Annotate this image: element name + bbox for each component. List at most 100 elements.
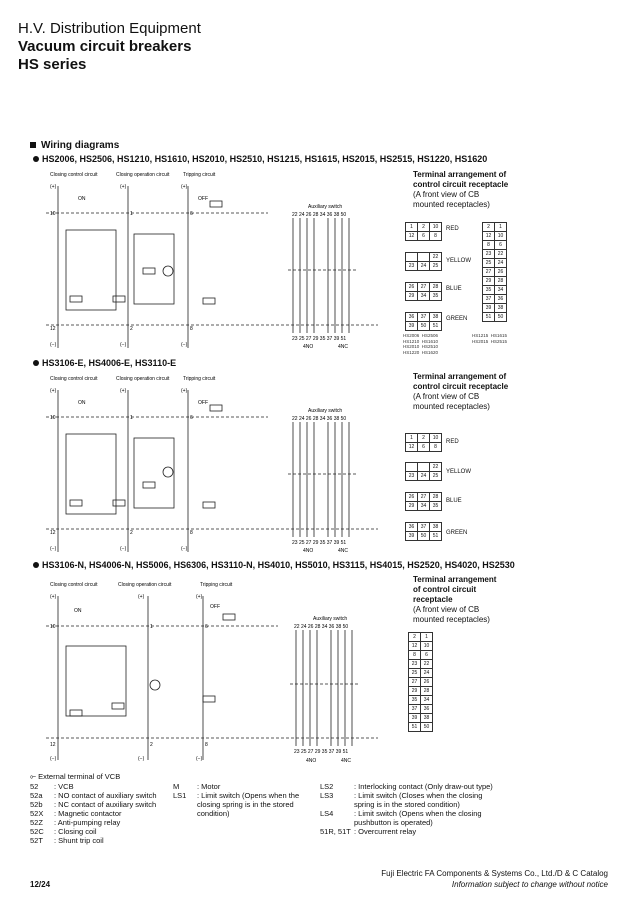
svg-text:12: 12 [50,742,56,748]
svg-text:4NC: 4NC [338,344,348,350]
svg-text:22 24 26 28 34 36 38 5: 22 24 26 28 34 36 38 50 [294,624,348,630]
wiring-diagram-3: Closing control circuit Closing operatio… [38,578,386,768]
svg-text:1: 1 [130,211,133,217]
header-series: HS series [18,56,87,73]
svg-text:23 25 27 29 35 37 39 51: 23 25 27 29 35 37 39 51 [292,540,346,546]
svg-text:6: 6 [190,415,193,421]
aux-switch-label: Auxiliary switch [308,408,342,414]
aux-switch-label: Auxiliary switch [308,204,342,210]
footer-company: Fuji Electric FA Components & Systems Co… [381,869,608,878]
svg-text:22 24 26 28 34 36 38 50: 22 24 26 28 34 36 38 50 [292,416,346,422]
svg-text:10: 10 [50,415,56,421]
svg-text:(−): (−) [50,756,57,762]
svg-text:8: 8 [190,530,193,536]
closing-control-label: Closing control circuit [50,376,98,382]
off-label: OFF [210,604,220,610]
models-list-a: HS2006 HS2506 HS1210 HS1610 HS2010 HS251… [403,333,439,355]
closing-operation-label: Closing operation circuit [116,172,170,178]
legend-col-2: M: Motor LS1: Limit switch (Opens when t… [173,782,300,818]
section-2-title: HS3106-E, HS4006-E, HS3110-E [33,358,176,368]
legend-col-1: 52: VCB 52a: NO contact of auxiliary swi… [30,782,157,845]
schematic-3: Closing control circuit Closing operatio… [46,582,378,764]
svg-text:4NO: 4NO [303,344,313,350]
off-label: OFF [198,400,208,406]
svg-text:(+): (+) [181,184,188,190]
page-number: 12/24 [30,880,51,889]
svg-text:(+): (+) [120,184,127,190]
aux-switch-label: Auxiliary switch [313,616,347,622]
closing-operation-label: Closing operation circuit [116,376,170,382]
svg-text:(+): (+) [181,388,188,394]
svg-text:2: 2 [130,326,133,332]
svg-text:2: 2 [130,530,133,536]
terminal-arrangement-3: Terminal arrangement of control circuit … [413,575,497,624]
svg-text:6: 6 [190,211,193,217]
external-terminal-icon: ⟜ [30,772,39,781]
svg-text:4NC: 4NC [338,548,348,554]
svg-text:23 25 27 29 35 37 39 51: 23 25 27 29 35 37 39 51 [292,336,346,342]
svg-text:12: 12 [50,530,56,536]
svg-text:4NC: 4NC [341,758,351,764]
terminal-arrangement-1: Terminal arrangement of control circuit … [413,170,509,209]
color-green: GREEN [446,316,468,322]
svg-text:(+): (+) [120,388,127,394]
svg-text:23 25 27 29 35 37 39 5: 23 25 27 29 35 37 39 51 [294,749,348,755]
wiring-diagrams-title: Wiring diagrams [30,140,119,151]
tripping-label: Tripping circuit [183,172,216,178]
svg-text:8: 8 [190,326,193,332]
closing-control-label: Closing control circuit [50,172,98,178]
tripping-label: Tripping circuit [200,582,233,588]
wiring-diagram-2: Closing control circuit Closing operatio… [38,372,386,557]
on-label: ON [78,400,86,406]
bullet-icon [33,562,39,568]
header-category: H.V. Distribution Equipment [18,20,201,37]
footer-notice: Information subject to change without no… [451,880,608,889]
svg-text:10: 10 [50,211,56,217]
svg-text:(−): (−) [181,546,188,552]
color-green: GREEN [446,530,468,536]
color-red: RED [446,439,459,445]
page-header: H.V. Distribution Equipment Vacuum circu… [18,20,201,74]
color-yellow: YELLOW [446,258,472,264]
svg-text:(−): (−) [120,546,127,552]
legend-external: ⟜ External terminal of VCB [30,772,121,781]
header-product: Vacuum circuit breakers [18,38,192,55]
svg-text:(−): (−) [50,342,57,348]
footer: Fuji Electric FA Components & Systems Co… [381,868,608,890]
color-red: RED [446,226,459,232]
svg-text:(−): (−) [196,756,203,762]
svg-text:4NO: 4NO [306,758,316,764]
legend-col-3: LS2: Interlocking contact (Only draw-out… [320,782,493,836]
color-blue: BLUE [446,286,462,292]
bullet-icon [33,360,39,366]
svg-text:2: 2 [150,742,153,748]
tripping-label: Tripping circuit [183,376,216,382]
off-label: OFF [198,196,208,202]
closing-operation-label: Closing operation circuit [118,582,172,588]
svg-text:22 24 26 28 34 36 38 50: 22 24 26 28 34 36 38 50 [292,212,346,218]
svg-text:(−): (−) [138,756,145,762]
svg-text:1: 1 [150,624,153,630]
svg-text:6: 6 [205,624,208,630]
svg-text:(−): (−) [181,342,188,348]
color-blue: BLUE [446,498,462,504]
svg-text:4NO: 4NO [303,548,313,554]
svg-text:8: 8 [205,742,208,748]
svg-text:1: 1 [130,415,133,421]
section-3-title: HS3106-N, HS4006-N, HS5006, HS6306, HS31… [33,560,515,570]
on-label: ON [78,196,86,202]
bullet-icon [33,156,39,162]
section-1-title: HS2006, HS2506, HS1210, HS1610, HS2010, … [33,154,487,164]
svg-text:(−): (−) [120,342,127,348]
color-yellow: YELLOW [446,469,472,475]
svg-text:12: 12 [50,326,56,332]
terminal-arrangement-2: Terminal arrangement of control circuit … [413,372,509,411]
svg-text:10: 10 [50,624,56,630]
models-list-b: HS1215 HS1615 HS2015 HS2515 [472,333,508,344]
on-label: ON [74,608,82,614]
svg-text:(+): (+) [138,594,145,600]
